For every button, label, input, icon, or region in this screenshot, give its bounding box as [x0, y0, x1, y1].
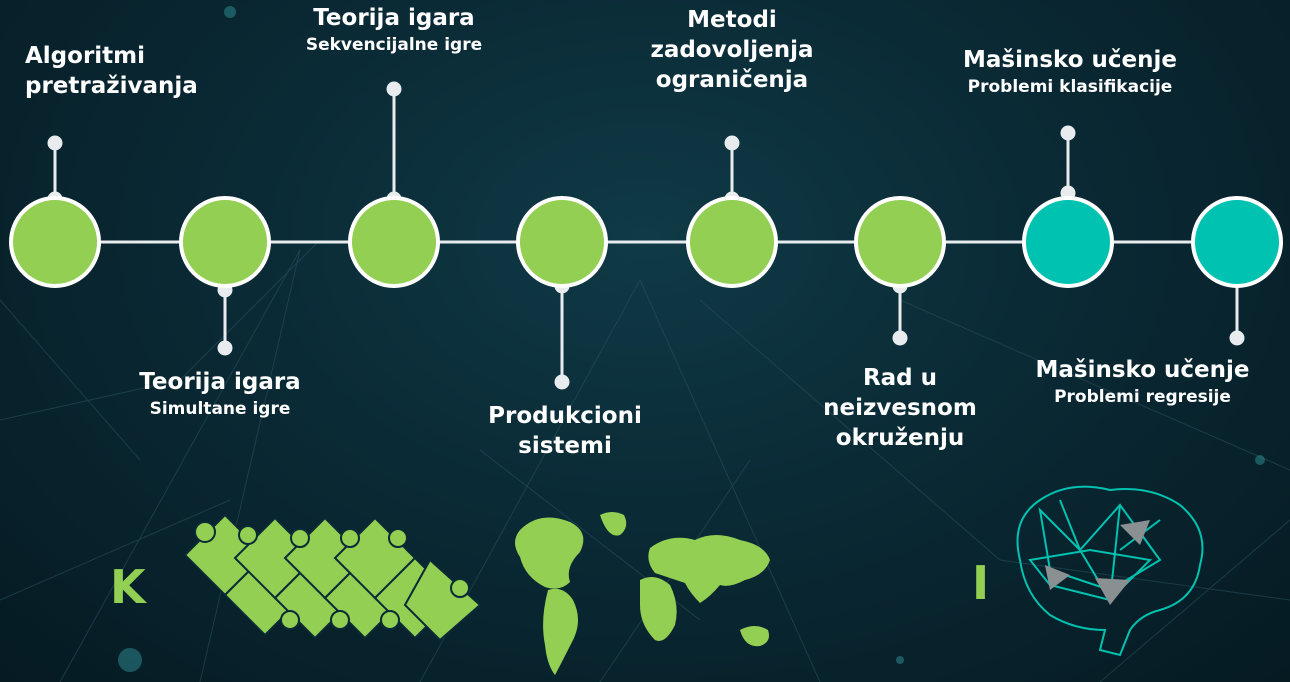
puzzle-icon — [183, 513, 482, 642]
node-1-title-line-1: Algoritmi — [25, 43, 146, 69]
stem-dot-7 — [1060, 125, 1076, 141]
node-3-subtitle: Sekvencijalne igre — [305, 34, 483, 55]
letter-i: I — [972, 556, 990, 610]
node-8-title: Mašinsko učenje — [1035, 357, 1250, 383]
brain-network-icon — [1016, 485, 1204, 657]
node-3-label: Teorija igara Sekvencijalne igre — [274, 4, 514, 56]
node-2 — [179, 196, 271, 288]
node-4-title-line-2: sistemi — [518, 432, 612, 459]
stem-dot-5 — [724, 135, 740, 151]
node-2-label: Teorija igara Simultane igre — [105, 368, 335, 420]
node-7 — [1022, 196, 1114, 288]
node-8 — [1191, 196, 1283, 288]
node-6 — [854, 196, 946, 288]
node-4-label: Produkcioni sistemi — [450, 402, 680, 462]
node-8-label: Mašinsko učenje Problemi regresije — [1005, 356, 1280, 408]
node-1-label: Algoritmi pretraživanja — [25, 42, 198, 102]
node-7-label: Mašinsko učenje Problemi klasifikacije — [925, 46, 1215, 98]
node-5-title-line-2: zadovoljenja — [650, 36, 814, 63]
node-3-title: Teorija igara — [313, 5, 475, 31]
world-map-icon — [515, 512, 770, 675]
stem-dot-4 — [554, 374, 570, 390]
node-4-title-line-1: Produkcioni — [488, 403, 642, 429]
node-6-title-line-3: okruženju — [835, 424, 965, 451]
stem-dot-1 — [47, 135, 63, 151]
node-7-title: Mašinsko učenje — [963, 47, 1177, 73]
node-8-subtitle: Problemi regresije — [1054, 386, 1231, 407]
node-2-title: Teorija igara — [139, 369, 301, 395]
node-7-subtitle: Problemi klasifikacije — [967, 76, 1173, 97]
node-6-title-line-1: Rad u — [862, 365, 938, 391]
node-1 — [9, 196, 101, 288]
node-1-title-line-2: pretraživanja — [25, 72, 198, 99]
node-5 — [686, 196, 778, 288]
stem-dot-3 — [386, 81, 402, 97]
node-5-label: Metodi zadovoljenja ograničenja — [612, 6, 852, 96]
stem-dot-6 — [892, 330, 908, 346]
stem-dot-8 — [1229, 330, 1245, 346]
node-6-title-line-2: neizvesnom — [823, 394, 977, 421]
node-5-title-line-3: ograničenja — [655, 66, 809, 93]
node-3 — [348, 196, 440, 288]
node-6-label: Rad u neizvesnom okruženju — [790, 364, 1010, 454]
node-4 — [516, 196, 608, 288]
node-5-title-line-1: Metodi — [687, 7, 777, 33]
stem-dot-2 — [217, 340, 233, 356]
letter-k: K — [110, 560, 146, 614]
node-2-subtitle: Simultane igre — [149, 398, 291, 419]
